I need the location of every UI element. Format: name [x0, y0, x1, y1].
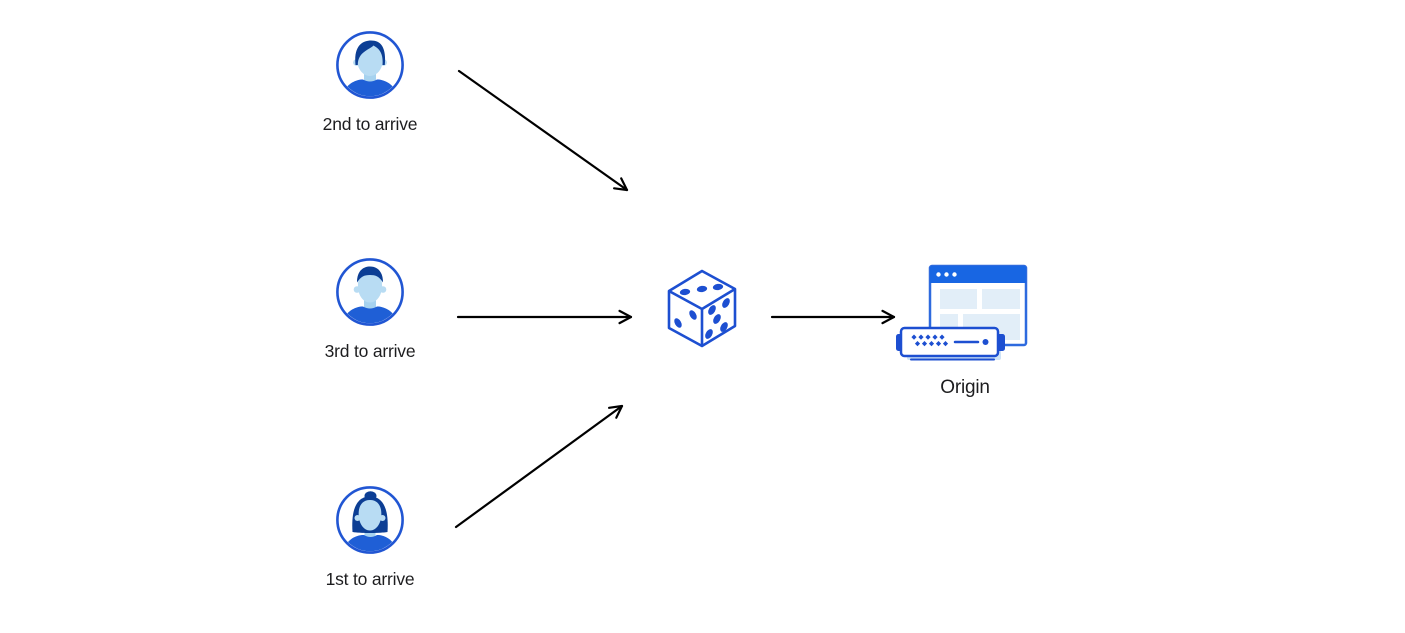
- male-avatar-icon: [336, 31, 404, 99]
- origin-label: Origin: [940, 377, 990, 398]
- arrow-dice-to-origin: [770, 309, 896, 325]
- dice-icon: [667, 269, 737, 348]
- male-avatar-icon: [336, 258, 404, 326]
- female-avatar-icon: [336, 486, 404, 554]
- server-status-dot: [982, 339, 989, 345]
- arrow-visitor-top-to-dice: [457, 69, 629, 192]
- node-visitor-2nd: 2nd to arrive: [300, 31, 440, 134]
- visitor-label-3rd: 3rd to arrive: [324, 341, 416, 361]
- arrow-visitor-middle-to-dice: [456, 309, 633, 325]
- visitor-label-2nd: 2nd to arrive: [322, 114, 418, 134]
- node-visitor-1st: 1st to arrive: [300, 486, 440, 589]
- dice-pips: [674, 283, 730, 339]
- arrow-visitor-bottom-to-dice: [454, 404, 624, 529]
- node-visitor-3rd: 3rd to arrive: [300, 258, 440, 361]
- origin-server-icon: [896, 264, 1028, 361]
- visitor-label-1st: 1st to arrive: [325, 569, 415, 589]
- server-icon: [896, 326, 1005, 361]
